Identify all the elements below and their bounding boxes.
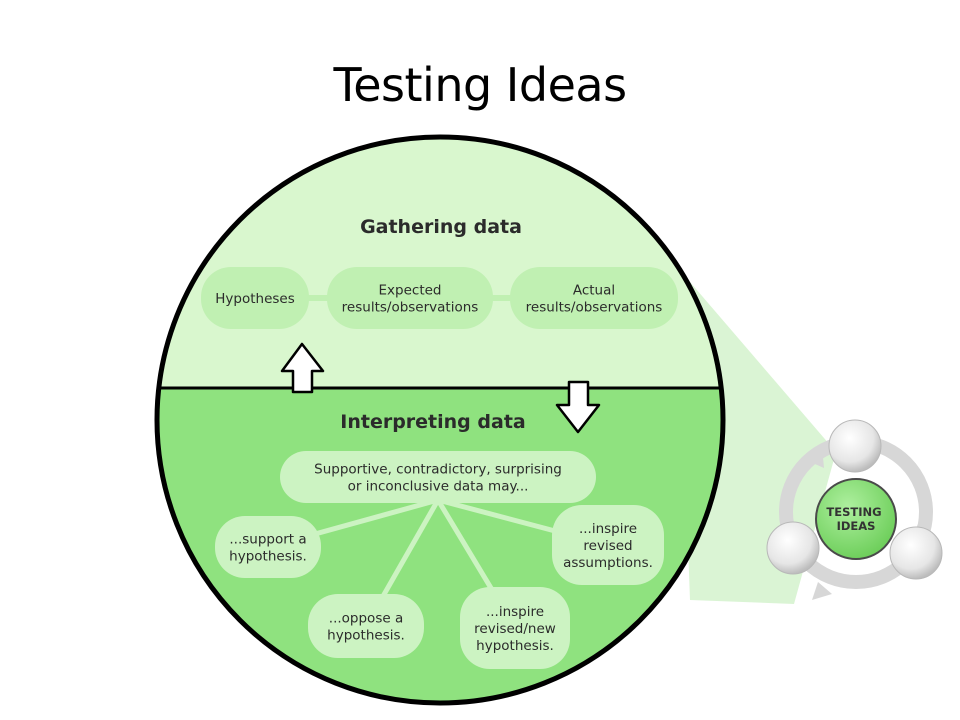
outcome-inspire-revised-new-hypothesis-line: hypothesis. <box>476 638 554 654</box>
outcome-inspire-revised-assumptions-line: ...inspire <box>579 521 637 537</box>
gathering-heading: Gathering data <box>360 216 522 238</box>
outcome-oppose-hypothesis-shape <box>308 594 424 658</box>
up-arrow-icon <box>280 342 325 394</box>
outcome-support-hypothesis-line: ...support a <box>229 532 306 548</box>
page-title: Testing Ideas <box>333 58 627 112</box>
mini-sphere-top <box>828 419 882 473</box>
outcome-inspire-revised-new-hypothesis-line: revised/new <box>474 621 556 637</box>
node-data-may-line: Supportive, contradictory, surprising <box>314 462 562 478</box>
node-hypotheses-shape <box>201 267 309 329</box>
node-actual-results-line: Actual <box>573 283 615 299</box>
mini-center-label: TESTING IDEAS <box>826 505 885 533</box>
outcome-inspire-revised-assumptions-line: assumptions. <box>563 555 653 571</box>
outcome-inspire-revised-assumptions-line: revised <box>583 538 632 554</box>
interpreting-heading: Interpreting data <box>340 411 525 433</box>
down-arrow-icon <box>555 380 601 434</box>
mini-sphere-right <box>889 526 943 580</box>
outcome-support-hypothesis-shape <box>215 516 321 578</box>
node-actual-results-line: results/observations <box>526 300 663 316</box>
node-hypotheses-line: Hypotheses <box>215 291 295 307</box>
outcome-inspire-revised-new-hypothesis-shape <box>460 587 570 669</box>
node-expected-results-line: Expected <box>379 283 442 299</box>
mini-cycle-arrow-icon <box>812 582 832 600</box>
outcome-inspire-revised-new-hypothesis-line: ...inspire <box>486 604 544 620</box>
outcome-oppose-hypothesis-line: ...oppose a <box>329 611 403 627</box>
mini-center-circle <box>815 478 897 560</box>
node-expected-results-shape <box>327 267 493 329</box>
node-expected-results-line: results/observations <box>342 300 479 316</box>
mini-sphere-left <box>766 521 820 575</box>
node-data-may-shape <box>280 451 596 503</box>
zoom-connector <box>678 268 836 604</box>
node-data-may-line: or inconclusive data may... <box>348 479 529 495</box>
node-hypotheses-label: Hypotheses <box>215 291 295 307</box>
node-actual-results-shape <box>510 267 678 329</box>
gathering-region <box>157 137 723 388</box>
mini-cycle: TESTING IDEAS <box>766 419 943 600</box>
node-hypotheses: Hypotheses <box>201 267 309 329</box>
mini-cycle-arrow-icon <box>808 446 824 468</box>
outcome-support-hypothesis-line: hypothesis. <box>229 549 307 565</box>
main-circle-outline <box>154 134 726 706</box>
outcome-inspire-revised-assumptions-shape <box>552 505 664 585</box>
outcome-oppose-hypothesis-line: hypothesis. <box>327 628 405 644</box>
